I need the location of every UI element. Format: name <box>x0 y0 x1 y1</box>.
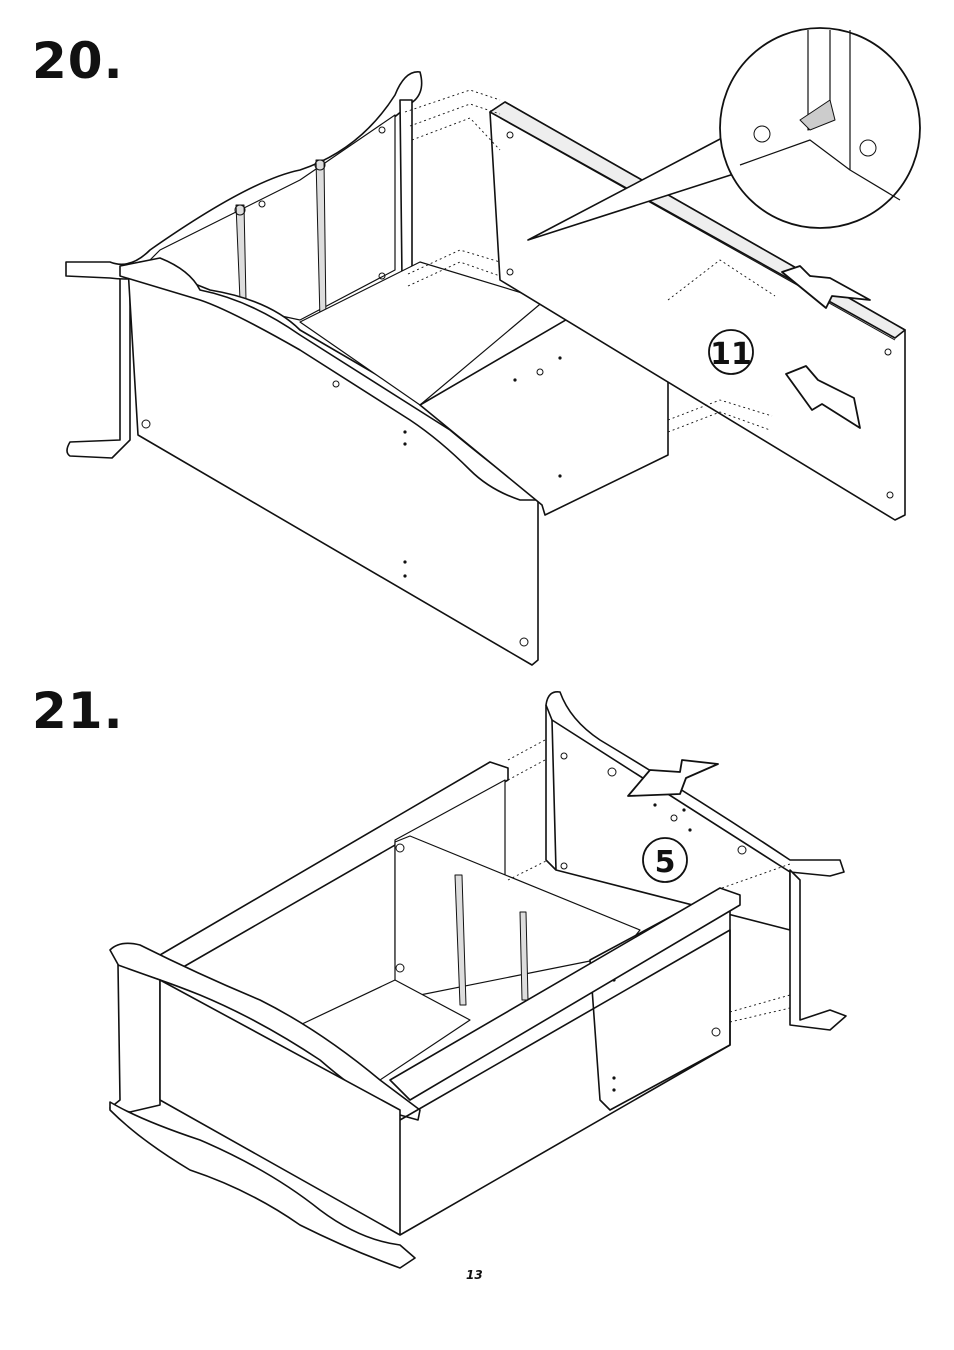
detail-callout <box>528 28 920 240</box>
part-label-5: 5 <box>643 838 687 882</box>
part-label-11: 11 <box>709 330 753 374</box>
step-21-illustration: 5 <box>0 680 954 1280</box>
step-20-illustration: 11 <box>0 0 954 680</box>
part-label-5-text: 5 <box>655 845 676 880</box>
page-number: 13 <box>466 1268 483 1282</box>
part-label-11-text: 11 <box>710 337 752 372</box>
